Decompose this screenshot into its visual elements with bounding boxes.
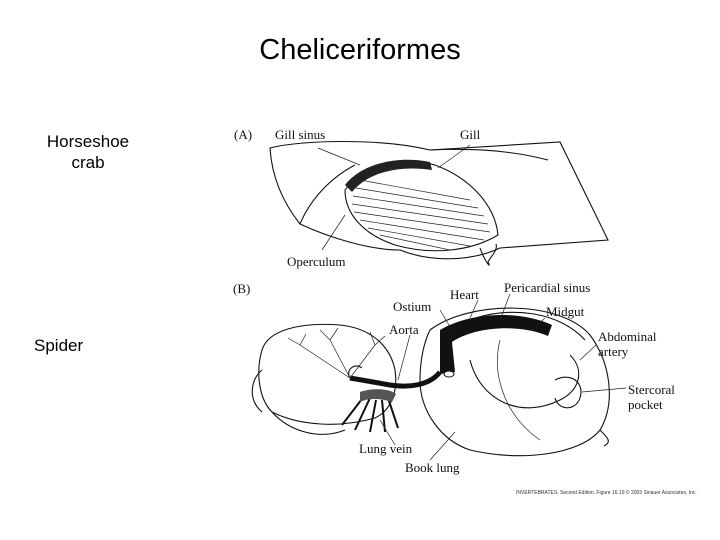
operculum-label: Operculum (287, 254, 345, 269)
panel-b-drawing (251, 293, 627, 461)
slide-title: Cheliceriformes (259, 34, 461, 66)
ostium-label: Ostium (393, 299, 431, 314)
abdominal-label: Abdominal (598, 329, 657, 344)
artery-label: artery (598, 344, 629, 359)
horseshoe-crab-label: Horseshoe crab (46, 132, 130, 172)
gill-sinus-label: Gill sinus (275, 127, 325, 142)
panel-b-tag: (B) (233, 281, 250, 296)
pericardial-sinus-label: Pericardial sinus (504, 280, 590, 295)
pocket-label: pocket (628, 397, 663, 412)
midgut-label: Midgut (546, 304, 585, 319)
panel-a-drawing (269, 140, 609, 266)
stercoral-label: Stercoral (628, 382, 675, 397)
aorta-label: Aorta (389, 322, 419, 337)
book-lung-label: Book lung (405, 460, 460, 475)
panel-a-tag: (A) (234, 127, 252, 142)
heart-label: Heart (450, 287, 479, 302)
lung-vein-label: Lung vein (359, 441, 413, 456)
figure-credit: INVERTEBRATES, Second Edition, Figure 16… (516, 489, 697, 496)
gill-label: Gill (460, 127, 481, 142)
spider-label: Spider (34, 336, 84, 355)
